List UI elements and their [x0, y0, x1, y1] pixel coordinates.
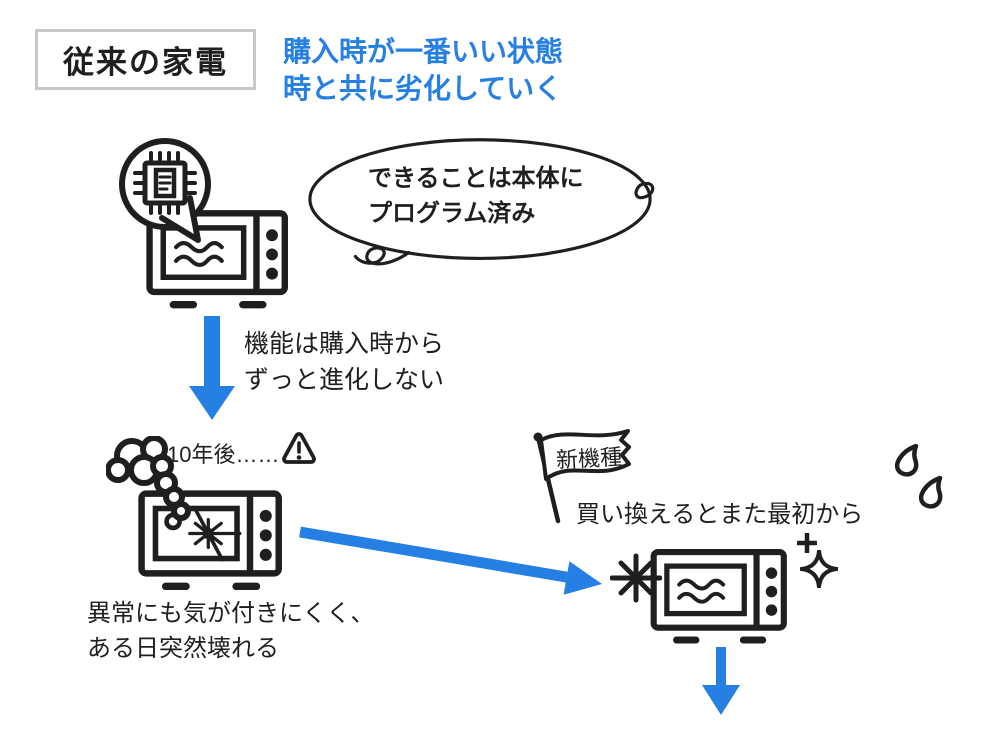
sparkle-icon: [610, 553, 662, 603]
bubble-line1: できることは本体に: [368, 165, 584, 192]
broken-caption-line2: ある日突然壊れる: [87, 635, 279, 662]
heading: 購入時が一番いい状態 時と共に劣化していく: [283, 33, 563, 107]
four-point-star-icon: [800, 550, 838, 588]
new-microwave-icon: [650, 548, 787, 644]
chip-speech-bubble-icon: [119, 138, 211, 243]
plus-sparkle-icon: [797, 533, 817, 553]
broken-caption-line1: 異常にも気が付きにくく、: [87, 600, 375, 627]
broken-caption: 異常にも気が付きにくく、 ある日突然壊れる: [87, 596, 375, 666]
sweat-drops-icon: [894, 444, 943, 509]
new-model-flag-icon: [533, 429, 631, 524]
blue-down-arrow-icon: [189, 316, 235, 420]
arrow1-caption: 機能は購入時から ずっと進化しない: [244, 326, 444, 398]
bubble-line2: プログラム済み: [368, 200, 536, 227]
speech-bubble-text: できることは本体に プログラム済み: [368, 161, 584, 231]
flag-label: 新機種: [555, 444, 623, 473]
heading-line2: 時と共に劣化していく: [283, 73, 563, 104]
blue-down-arrow-icon: [702, 647, 740, 715]
speech-bubble: [308, 138, 655, 266]
page-title: 従来の家電: [63, 45, 228, 80]
chip-icon: [133, 151, 197, 215]
smoke-cloud-icon: [106, 436, 191, 521]
warning-triangle-icon: [282, 432, 316, 464]
heading-line1: 購入時が一番いい状態: [283, 36, 564, 67]
arrow1-caption-line1: 機能は購入時から: [244, 330, 445, 358]
age-label: 10年後……: [167, 442, 280, 467]
arrow1-caption-line2: ずっと進化しない: [244, 366, 445, 394]
blue-diagonal-arrow-icon: [299, 526, 602, 595]
replacement-caption: 買い換えるとまた最初から: [576, 501, 864, 528]
crack-marks: [164, 505, 242, 562]
title-box: 従来の家電: [35, 29, 256, 90]
